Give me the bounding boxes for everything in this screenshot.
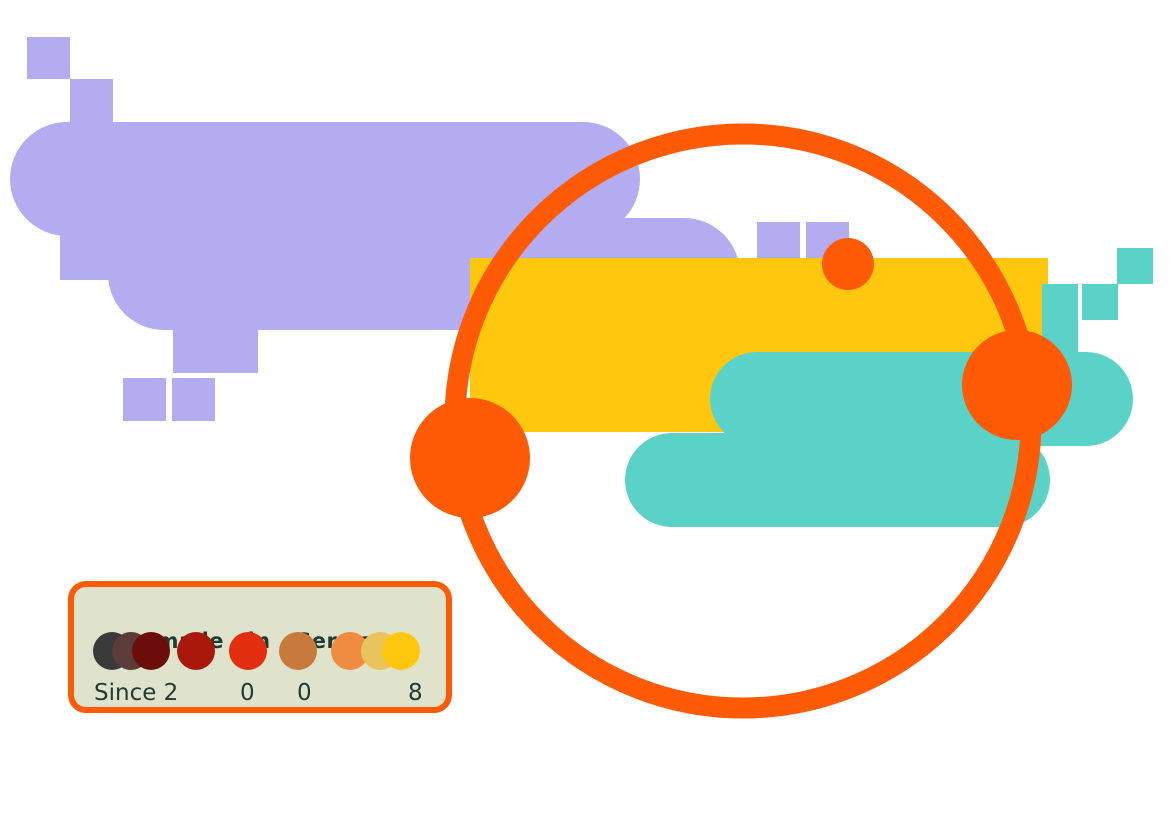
lavender-cloud-fill: [60, 160, 360, 280]
pixel: [757, 222, 800, 263]
badge-year-digit: 8: [408, 680, 423, 706]
lavender-pixels: [27, 37, 849, 421]
badge-since-text: Since 2: [94, 680, 179, 706]
pixel: [70, 79, 113, 123]
color-swatch: [331, 632, 369, 670]
badge-since-line: Since 2 0 0 8: [94, 682, 423, 820]
pixel: [172, 378, 215, 421]
color-swatch: [229, 632, 267, 670]
pixel: [173, 330, 258, 373]
pixel: [27, 37, 70, 79]
badge-year-digit: 0: [297, 680, 312, 706]
pixel: [1042, 284, 1078, 320]
teal-cloud-fill: [760, 400, 1000, 460]
teal-pixels: [1042, 248, 1153, 352]
pixel: [1117, 248, 1153, 284]
remade-in-germany-badge: Remade in Germany Since 2 0 0 8: [68, 581, 452, 713]
pixel: [123, 378, 166, 421]
color-swatch: [177, 632, 215, 670]
color-swatch: [382, 632, 420, 670]
pixel: [1082, 284, 1118, 320]
badge-color-swatches: [93, 632, 420, 670]
color-swatch: [132, 632, 170, 670]
color-swatch: [279, 632, 317, 670]
orange-dot-left: [410, 398, 530, 518]
badge-year-digit: 0: [240, 680, 255, 706]
illustration-canvas: [10, 37, 1153, 719]
orange-dot-small: [822, 238, 874, 290]
orange-dot-right: [962, 330, 1072, 440]
